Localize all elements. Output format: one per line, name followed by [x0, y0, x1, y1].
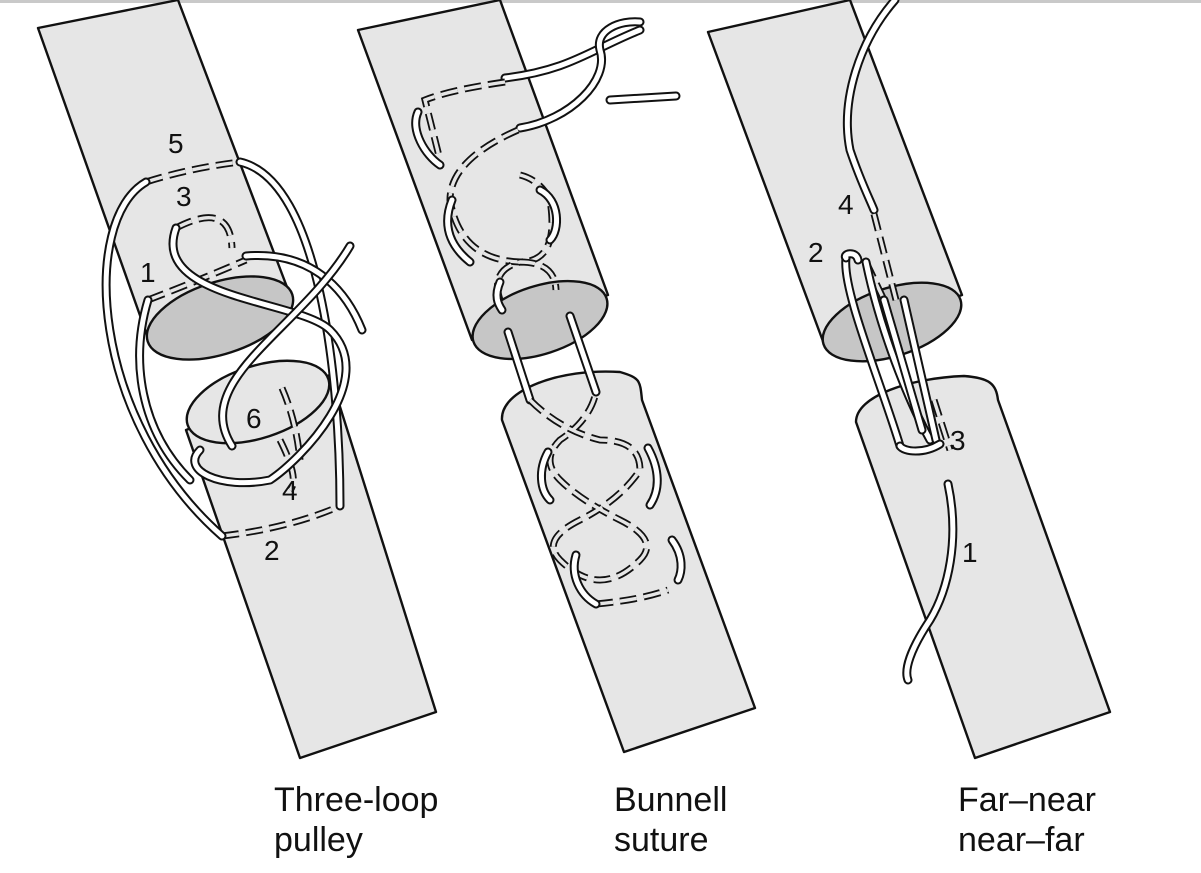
three-loop-number-4: 4: [282, 475, 298, 506]
three-loop-suture-strands: [101, 157, 367, 541]
far-near-number-3: 3: [950, 425, 966, 456]
caption-line-2: suture: [614, 821, 709, 859]
lower-tendon-segment: [854, 374, 1112, 760]
far-near-number-1: 1: [962, 537, 978, 568]
far-near-near-far-panel: 4 2 3 1: [706, 0, 1112, 760]
three-loop-pulley-caption: Three-loop pulley: [274, 780, 438, 860]
caption-line-1: Bunnell: [614, 781, 728, 819]
far-near-number-4: 4: [838, 189, 854, 220]
caption-line-2: near–far: [958, 821, 1085, 859]
three-loop-number-3: 3: [176, 181, 192, 212]
three-loop-number-2: 2: [264, 535, 280, 566]
bunnell-suture-caption: Bunnell suture: [614, 780, 727, 860]
far-near-number-2: 2: [808, 237, 824, 268]
caption-line-1: Three-loop: [274, 781, 439, 819]
caption-line-1: Far–near: [958, 781, 1096, 819]
lower-tendon-segment: [500, 370, 757, 754]
far-near-near-far-caption: Far–near near–far: [958, 780, 1096, 860]
top-border: [0, 0, 1201, 3]
three-loop-number-1: 1: [140, 257, 156, 288]
three-loop-number-5: 5: [168, 128, 184, 159]
upper-tendon-segment: [706, 0, 964, 346]
bunnell-suture-panel: [356, 0, 757, 754]
three-loop-pulley-panel: 5 3 1 6 4 2: [36, 0, 438, 760]
caption-line-2: pulley: [274, 821, 363, 859]
three-loop-number-6: 6: [246, 403, 262, 434]
